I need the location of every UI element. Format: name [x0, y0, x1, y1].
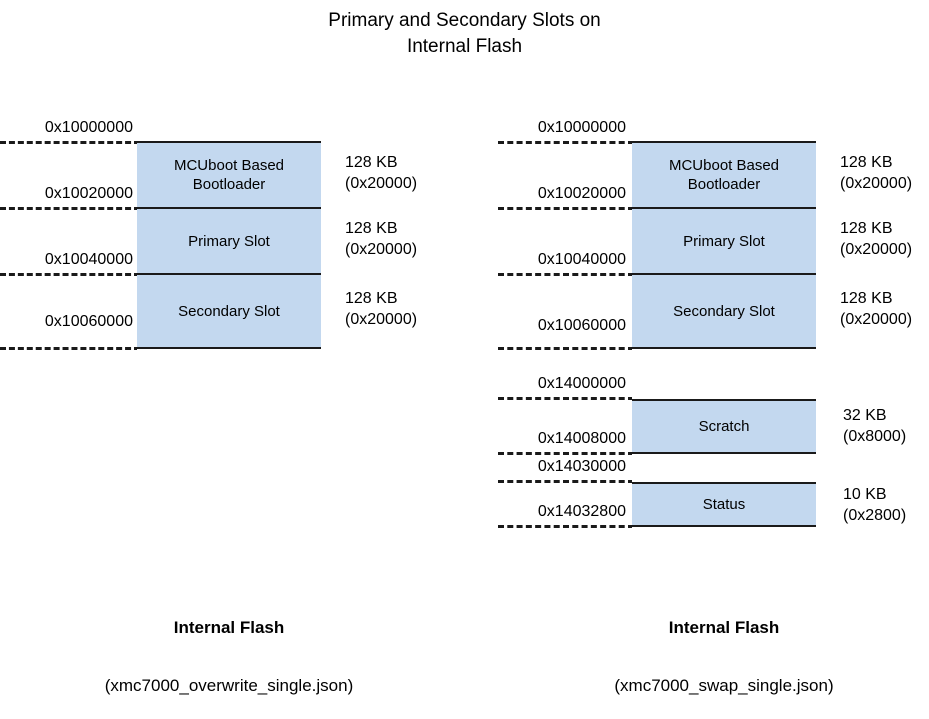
size-hex: (0x8000) [843, 428, 907, 445]
memory-region-primary-slot: Primary Slot [137, 207, 321, 275]
memory-region-mcuboot-bootloader: MCUboot Based Bootloader [137, 141, 321, 209]
size-value: 128 KB [840, 290, 893, 307]
address-label: 0x10000000 [537, 119, 626, 136]
leader-line-0x10020000 [498, 207, 634, 210]
size-value: 128 KB [840, 154, 893, 171]
region-label-line1: Status [702, 496, 746, 513]
size-annotation: 128 KB (0x20000) [345, 218, 417, 260]
diagram-file-caption: (xmc7000_overwrite_single.json) [104, 676, 354, 695]
leader-line-0x10020000 [0, 207, 140, 210]
region-label-line1: Primary Slot [188, 232, 270, 250]
memory-map-box: MCUboot Based Bootloader Primary Slot Se… [632, 141, 816, 598]
region-label-line1: Secondary Slot [178, 302, 280, 320]
page-title-line1: Primary and Secondary Slots on [328, 10, 601, 31]
size-hex: (0x20000) [345, 241, 418, 258]
size-annotation: 10 KB (0x2800) [843, 484, 906, 526]
size-value: 128 KB [840, 220, 893, 237]
address-label: 0x10060000 [537, 317, 626, 334]
size-value: 32 KB [843, 407, 887, 424]
page-title: Primary and Secondary Slots on Internal … [0, 8, 929, 60]
diagram-file-caption: (xmc7000_swap_single.json) [614, 676, 834, 695]
memory-region-secondary-slot: Secondary Slot [632, 273, 816, 349]
diagram-caption: Internal Flash [668, 618, 780, 637]
size-annotation: 128 KB (0x20000) [345, 288, 417, 330]
leader-line-0x14008000 [498, 452, 634, 455]
address-label: 0x10020000 [537, 185, 626, 202]
diagram-caption: Internal Flash [173, 618, 285, 637]
page-title-line2: Internal Flash [406, 36, 523, 57]
memory-region-status: Status [632, 482, 816, 527]
memory-region-gap-2 [632, 454, 816, 482]
leader-line-0x10060000 [498, 347, 634, 350]
size-value: 128 KB [345, 154, 398, 171]
leader-line-0x10000000 [0, 141, 140, 144]
size-hex: (0x20000) [840, 175, 913, 192]
memory-region-mcuboot-bootloader: MCUboot Based Bootloader [632, 141, 816, 209]
leader-line-0x10040000 [498, 273, 634, 276]
size-annotation: 32 KB (0x8000) [843, 405, 906, 447]
memory-region-secondary-slot: Secondary Slot [137, 273, 321, 349]
address-label: 0x14000000 [537, 375, 626, 392]
memory-region-gap-1 [632, 349, 816, 399]
leader-line-0x14030000 [498, 480, 634, 483]
size-hex: (0x2800) [843, 507, 907, 524]
address-label: 0x14008000 [537, 430, 626, 447]
size-value: 10 KB [843, 486, 887, 503]
address-label: 0x10060000 [44, 313, 133, 330]
size-hex: (0x20000) [840, 311, 913, 328]
region-label-line1: MCUboot Based [668, 157, 780, 174]
size-hex: (0x20000) [345, 175, 418, 192]
memory-region-unused [137, 349, 321, 598]
region-label-line1: Primary Slot [683, 232, 765, 250]
region-label-line2: Bootloader [192, 176, 266, 193]
leader-line-0x14000000 [498, 397, 634, 400]
memory-region-scratch: Scratch [632, 399, 816, 454]
size-value: 128 KB [345, 290, 398, 307]
leader-line-0x10000000 [498, 141, 634, 144]
size-annotation: 128 KB (0x20000) [840, 152, 912, 194]
region-label-line1: Scratch [698, 418, 750, 435]
region-label-line1: Secondary Slot [673, 302, 775, 320]
region-label-line1: MCUboot Based [173, 157, 285, 174]
size-value: 128 KB [345, 220, 398, 237]
leader-line-0x14032800 [498, 525, 634, 528]
size-hex: (0x20000) [345, 311, 418, 328]
address-label: 0x14032800 [537, 503, 626, 520]
address-label: 0x10020000 [44, 185, 133, 202]
region-label-line2: Bootloader [687, 176, 761, 193]
memory-map-box: MCUboot Based Bootloader Primary Slot Se… [137, 141, 321, 598]
size-annotation: 128 KB (0x20000) [345, 152, 417, 194]
size-annotation: 128 KB (0x20000) [840, 288, 912, 330]
address-label: 0x10040000 [537, 251, 626, 268]
address-label: 0x10040000 [44, 251, 133, 268]
leader-line-0x10040000 [0, 273, 140, 276]
address-label: 0x10000000 [44, 119, 133, 136]
leader-line-0x10060000 [0, 347, 140, 350]
memory-region-primary-slot: Primary Slot [632, 207, 816, 275]
memory-region-unused [632, 527, 816, 598]
size-hex: (0x20000) [840, 241, 913, 258]
size-annotation: 128 KB (0x20000) [840, 218, 912, 260]
address-label: 0x14030000 [537, 458, 626, 475]
